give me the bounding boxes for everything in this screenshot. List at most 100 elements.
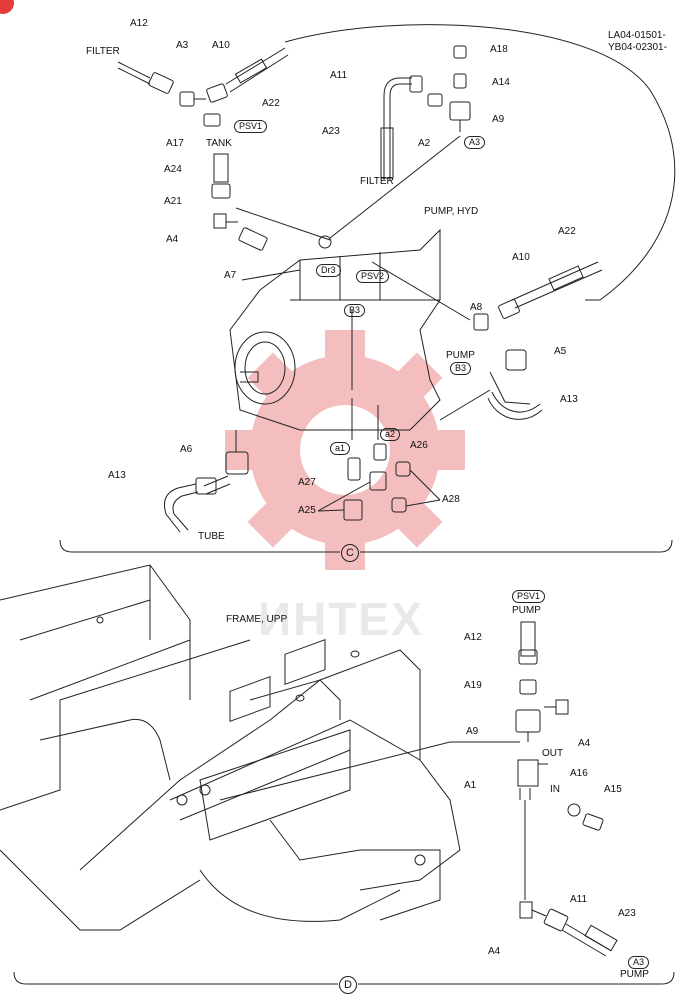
fitting-a2 bbox=[427, 93, 443, 107]
label-pump-bottom: PUMP bbox=[620, 969, 649, 980]
tube-a13 bbox=[164, 483, 199, 533]
watermark-text: ИНТЕХ bbox=[258, 593, 424, 645]
serial-range-2: YB04-02301- bbox=[608, 42, 667, 53]
pipe-a12-d bbox=[520, 621, 536, 657]
label-a28: A28 bbox=[442, 494, 460, 505]
port-a1-small: a1 bbox=[330, 442, 351, 455]
upper-frame bbox=[0, 564, 461, 931]
label-tube: TUBE bbox=[198, 531, 225, 542]
washer-a16 bbox=[567, 803, 581, 817]
elbow-a4-d-bottom bbox=[519, 901, 533, 919]
label-a21: A21 bbox=[164, 196, 182, 207]
plug-a28-top bbox=[395, 461, 411, 477]
label-a24: A24 bbox=[164, 164, 182, 175]
label-a25: A25 bbox=[298, 505, 316, 516]
label-a16: A16 bbox=[570, 768, 588, 779]
label-a4-d-bottom: A4 bbox=[488, 946, 501, 957]
label-a4-d: A4 bbox=[578, 738, 591, 749]
label-a17: A17 bbox=[166, 138, 184, 149]
label-pump-top: PUMP bbox=[512, 605, 541, 616]
elbow-a4-d bbox=[555, 699, 569, 715]
corner-badge bbox=[0, 0, 14, 14]
label-a3: A3 bbox=[176, 40, 189, 51]
fitting-a9 bbox=[449, 101, 471, 121]
hose-a13-right bbox=[487, 391, 543, 420]
label-a27: A27 bbox=[298, 477, 316, 488]
label-a1-d: A1 bbox=[464, 780, 477, 791]
port-dr3: Dr3 bbox=[316, 264, 341, 277]
fitting-a17 bbox=[203, 113, 221, 127]
fitting-a25-top bbox=[369, 471, 387, 491]
port-b3-pump: B3 bbox=[450, 362, 472, 375]
fitting-a14 bbox=[453, 73, 467, 89]
fitting-a8 bbox=[473, 313, 489, 331]
label-a26: A26 bbox=[410, 440, 428, 451]
hose-a23-d bbox=[561, 923, 611, 957]
label-a8: A8 bbox=[470, 302, 483, 313]
label-a12-d: A12 bbox=[464, 632, 482, 643]
plug-a28-bottom bbox=[391, 497, 407, 513]
port-psv2: PSV2 bbox=[356, 270, 390, 283]
plug-a18 bbox=[453, 45, 467, 59]
hose-a22-right bbox=[511, 261, 603, 309]
label-a11-d: A11 bbox=[570, 894, 588, 905]
label-a11: A11 bbox=[330, 70, 348, 81]
label-filter-left: FILTER bbox=[86, 46, 120, 57]
section-c-bracket bbox=[59, 539, 340, 553]
label-a22-right: A22 bbox=[558, 226, 576, 237]
label-pump-hyd: PUMP, HYD bbox=[424, 206, 479, 217]
label-a10: A10 bbox=[212, 40, 230, 51]
section-d-marker: D bbox=[339, 976, 357, 994]
label-a2: A2 bbox=[418, 138, 431, 149]
port-psv1: PSV1 bbox=[234, 120, 268, 133]
port-a2-small: a2 bbox=[380, 428, 401, 441]
label-a9-d: A9 bbox=[466, 726, 479, 737]
label-a22: A22 bbox=[262, 98, 280, 109]
fitting-a3 bbox=[179, 91, 195, 107]
block-a1 bbox=[517, 759, 539, 787]
port-psv1-d: PSV1 bbox=[512, 590, 546, 603]
section-c-marker: C bbox=[341, 544, 359, 562]
label-a13-left: A13 bbox=[108, 470, 126, 481]
fitting-a27 bbox=[347, 457, 361, 481]
bolt-a15 bbox=[582, 813, 604, 831]
fitting-a21 bbox=[211, 183, 231, 199]
label-tank: TANK bbox=[206, 138, 232, 149]
label-a13-right: A13 bbox=[560, 394, 578, 405]
leader-frame bbox=[219, 741, 520, 801]
hydraulic-pump-body bbox=[229, 228, 441, 431]
label-a12: A12 bbox=[130, 18, 148, 29]
fitting-a10-right bbox=[498, 299, 520, 319]
hose-a12 bbox=[117, 61, 151, 85]
label-a5: A5 bbox=[554, 346, 567, 357]
label-filter-mid: FILTER bbox=[360, 176, 394, 187]
fitting-a26 bbox=[373, 443, 387, 461]
fitting-a5 bbox=[505, 349, 527, 371]
label-a6: A6 bbox=[180, 444, 193, 455]
label-in: IN bbox=[550, 784, 560, 795]
label-frame-upp: FRAME, UPP bbox=[226, 614, 288, 625]
port-a3: A3 bbox=[464, 136, 486, 149]
label-a10-right: A10 bbox=[512, 252, 530, 263]
hose-a23 bbox=[383, 96, 391, 180]
label-a19: A19 bbox=[464, 680, 482, 691]
fitting-a9-d bbox=[515, 709, 541, 733]
label-a23-d: A23 bbox=[618, 908, 636, 919]
fitting-a10 bbox=[206, 83, 228, 103]
port-a3-d: A3 bbox=[628, 956, 650, 969]
label-a14: A14 bbox=[492, 77, 510, 88]
fitting-a6 bbox=[225, 451, 249, 475]
section-d-bracket bbox=[13, 971, 338, 985]
fitting-a19 bbox=[519, 679, 537, 695]
pipe-a24 bbox=[213, 153, 229, 183]
label-a9: A9 bbox=[492, 114, 505, 125]
fitting-a7 bbox=[238, 227, 268, 251]
label-a15: A15 bbox=[604, 784, 622, 795]
elbow-a4 bbox=[213, 213, 227, 229]
port-b3: B3 bbox=[344, 304, 366, 317]
label-a23: A23 bbox=[322, 126, 340, 137]
label-out: OUT bbox=[542, 748, 564, 759]
label-a18: A18 bbox=[490, 44, 508, 55]
